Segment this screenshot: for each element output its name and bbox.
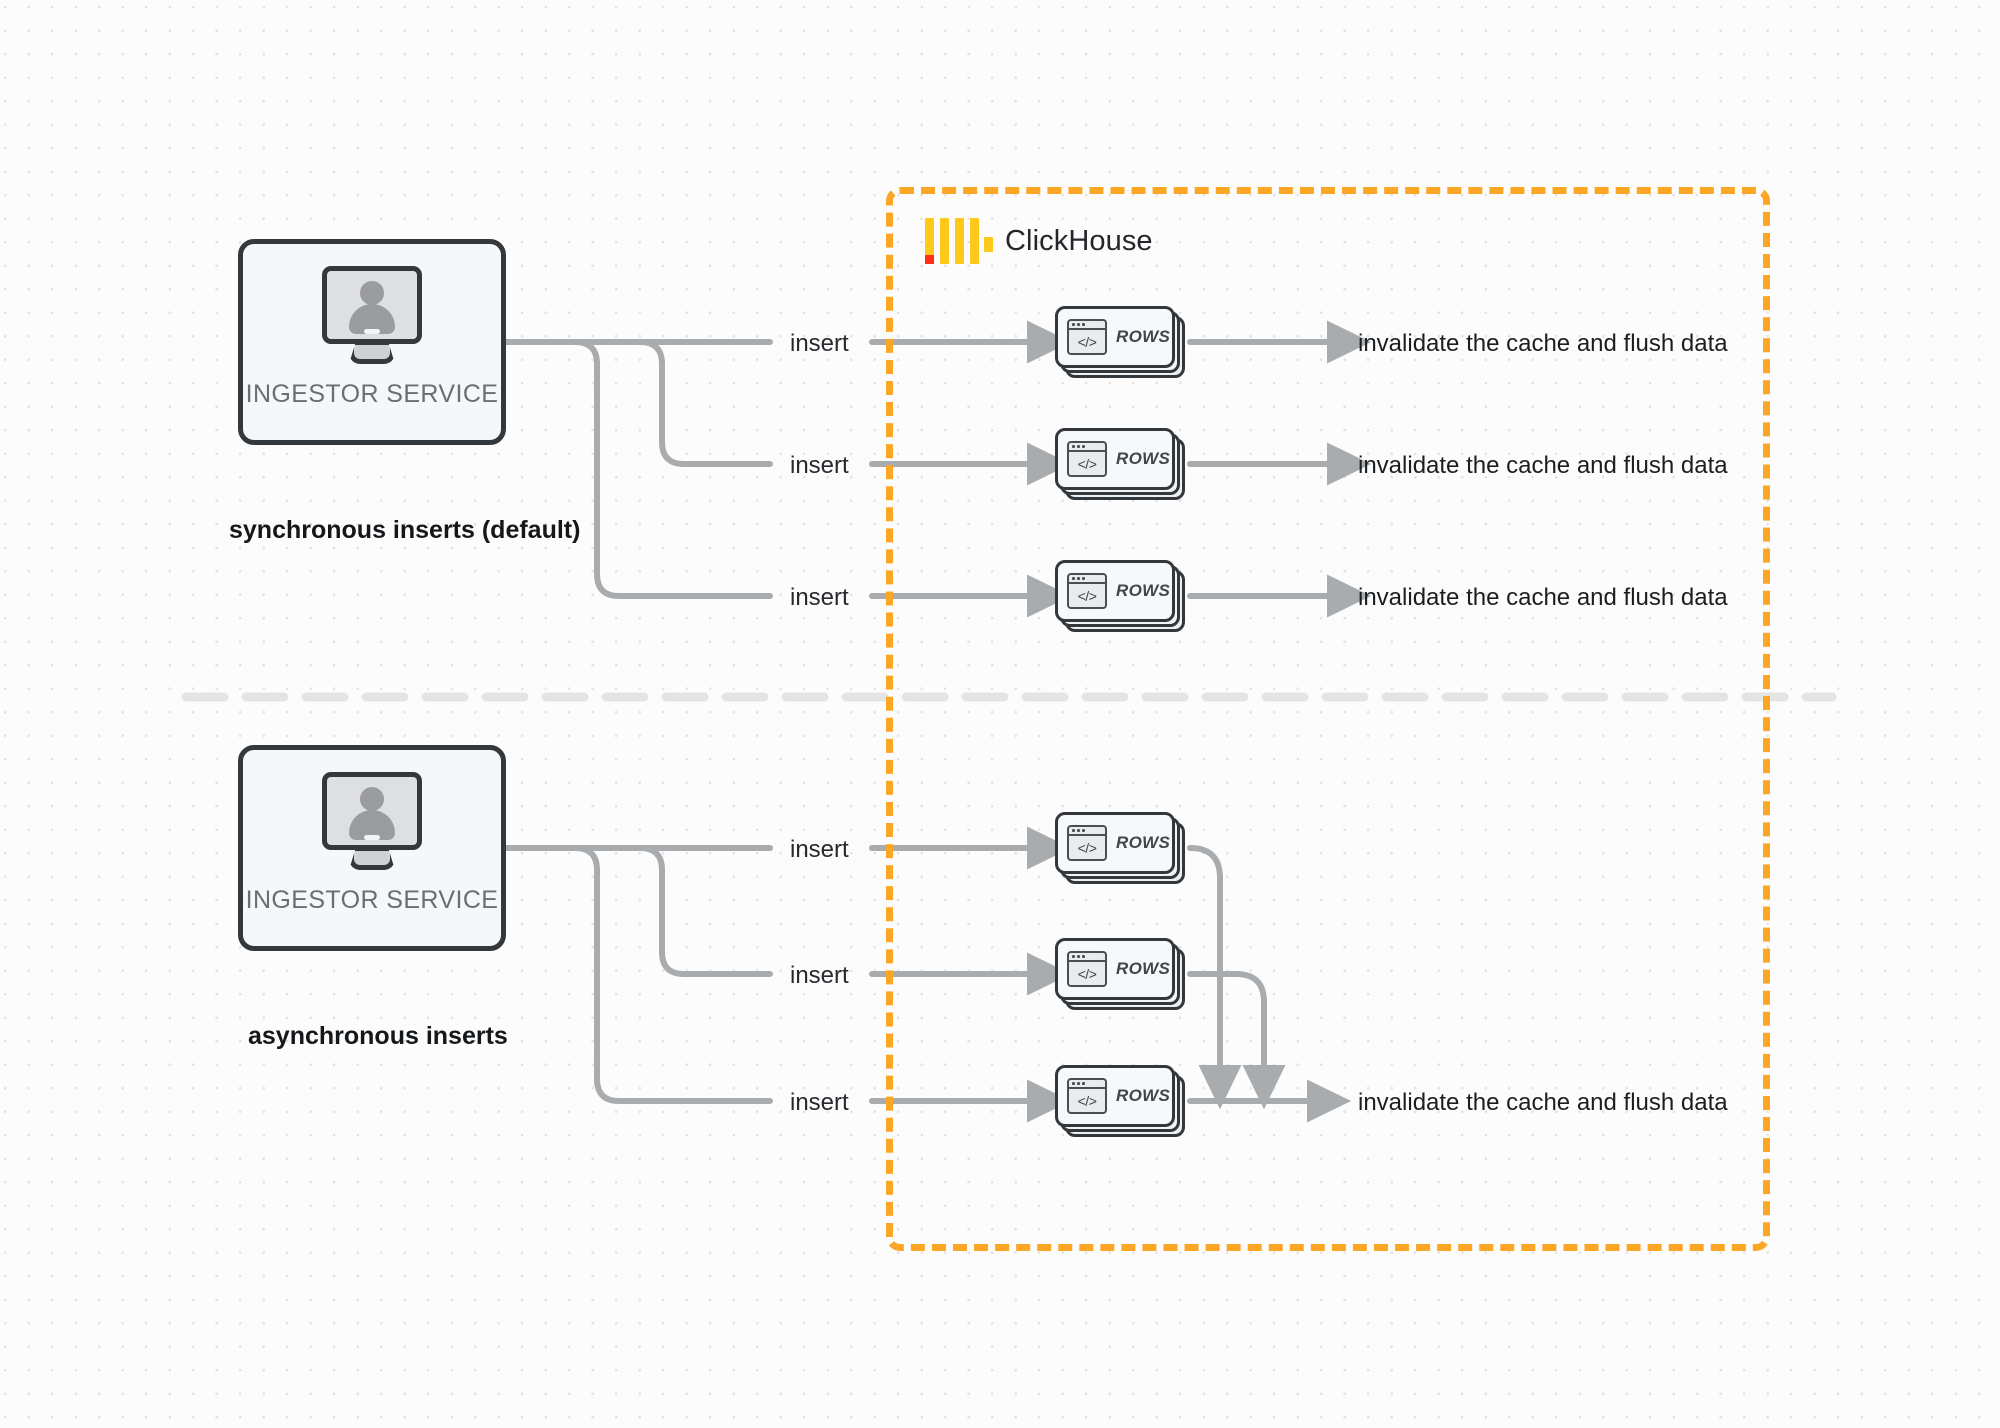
- clickhouse-logo-icon: [925, 218, 993, 264]
- code-window-icon: </>: [1067, 319, 1107, 355]
- wire-async-branch-3: [572, 845, 773, 1104]
- rows-card-sync-3[interactable]: </> ROWS: [1055, 560, 1185, 632]
- clickhouse-boundary: [886, 187, 1770, 1251]
- insert-label-async-1: insert: [790, 836, 849, 863]
- code-window-icon: </>: [1067, 825, 1107, 861]
- insert-label-async-3: insert: [790, 1089, 849, 1116]
- wire-sync-branch-3: [572, 339, 773, 599]
- rows-card-label: ROWS: [1116, 581, 1171, 600]
- monitor-user-icon: [316, 772, 428, 870]
- insert-label-sync-2: insert: [790, 452, 849, 479]
- insert-label-async-2: insert: [790, 962, 849, 989]
- clickhouse-header: ClickHouse: [925, 218, 1153, 264]
- wire-sync-branch-2: [637, 339, 773, 467]
- insert-label-sync-1: insert: [790, 330, 849, 357]
- ingestor-service-label-sync: INGESTOR SERVICE: [245, 380, 499, 408]
- ingestor-service-node-async[interactable]: INGESTOR SERVICE: [238, 745, 506, 951]
- rows-card-label: ROWS: [1116, 959, 1171, 978]
- insert-label-sync-3: insert: [790, 584, 849, 611]
- rows-card-label: ROWS: [1116, 833, 1171, 852]
- rows-card-label: ROWS: [1116, 1086, 1171, 1105]
- ingestor-service-label-async: INGESTOR SERVICE: [245, 886, 499, 914]
- code-window-icon: </>: [1067, 573, 1107, 609]
- rows-card-async-2[interactable]: </> ROWS: [1055, 938, 1185, 1010]
- flush-label-async: invalidate the cache and flush data: [1358, 1089, 1728, 1116]
- flush-label-sync-1: invalidate the cache and flush data: [1358, 330, 1728, 357]
- section-caption-async: asynchronous inserts: [248, 1022, 508, 1050]
- clickhouse-label: ClickHouse: [1005, 224, 1153, 257]
- rows-card-sync-1[interactable]: </> ROWS: [1055, 306, 1185, 378]
- code-window-icon: </>: [1067, 951, 1107, 987]
- ingestor-service-node-sync[interactable]: INGESTOR SERVICE: [238, 239, 506, 445]
- flush-label-sync-3: invalidate the cache and flush data: [1358, 584, 1728, 611]
- rows-card-async-1[interactable]: </> ROWS: [1055, 812, 1185, 884]
- monitor-user-icon: [316, 266, 428, 364]
- flush-label-sync-2: invalidate the cache and flush data: [1358, 452, 1728, 479]
- rows-card-label: ROWS: [1116, 449, 1171, 468]
- wire-async-branch-2: [637, 845, 773, 977]
- section-caption-sync: synchronous inserts (default): [229, 516, 581, 544]
- code-window-icon: </>: [1067, 1078, 1107, 1114]
- code-window-icon: </>: [1067, 441, 1107, 477]
- rows-card-label: ROWS: [1116, 327, 1171, 346]
- rows-card-sync-2[interactable]: </> ROWS: [1055, 428, 1185, 500]
- rows-card-async-3[interactable]: </> ROWS: [1055, 1065, 1185, 1137]
